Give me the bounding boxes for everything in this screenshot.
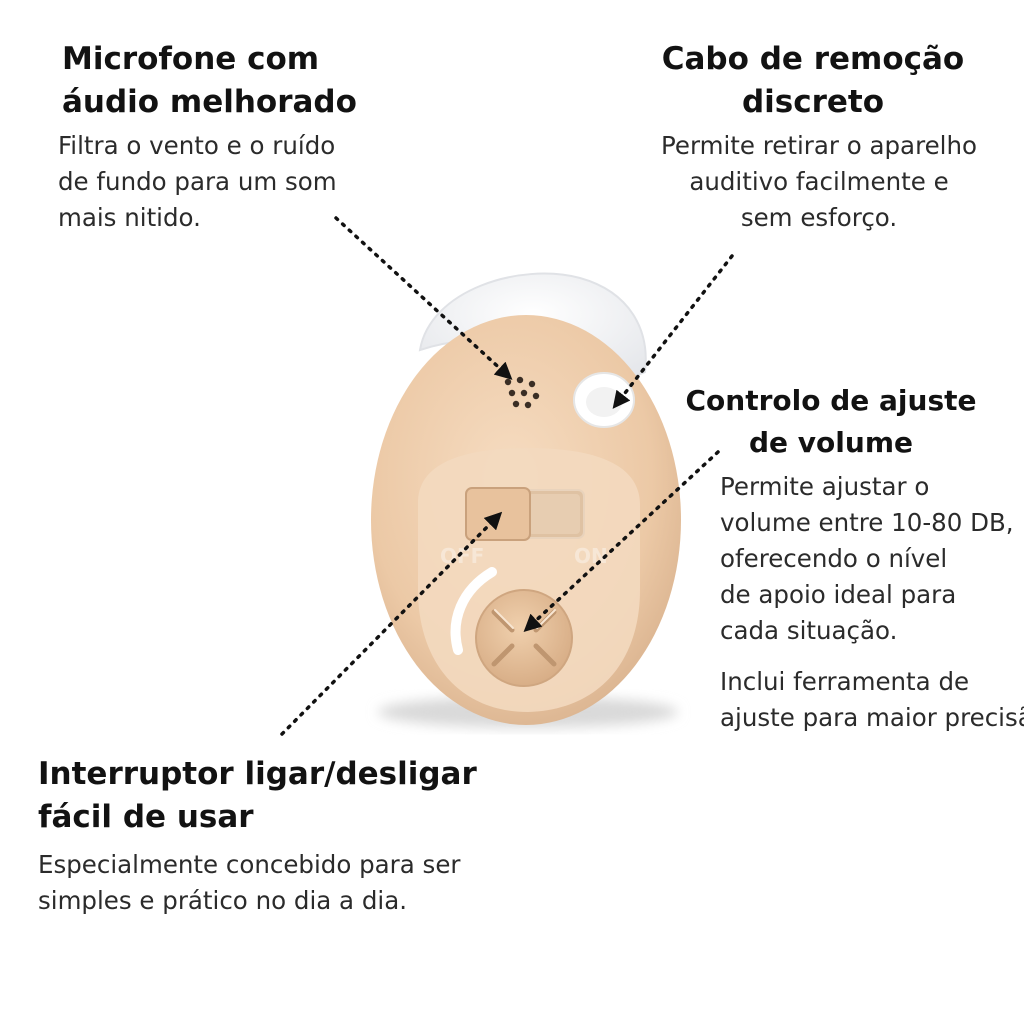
removal-handle-icon	[573, 372, 635, 428]
volume-extra-note: Inclui ferramenta de ajuste para maior p…	[720, 667, 1024, 732]
leader-microphone	[334, 216, 513, 380]
volume-description: Permite ajustar o volume entre 10-80 DB,…	[720, 472, 1014, 645]
leader-lines	[280, 216, 734, 736]
leader-volume	[523, 450, 720, 632]
switch-title: Interruptor ligar/desligar fácil de usar	[38, 756, 477, 835]
leader-removal	[612, 254, 734, 409]
volume-arc-icon	[450, 567, 497, 655]
removal-title: Cabo de remoção discreto	[661, 41, 965, 120]
microphone-title: Microfone com áudio melhorado	[62, 41, 357, 120]
switch-on-label: ON	[574, 544, 608, 568]
volume-dial	[475, 589, 573, 687]
volume-title: Controlo de ajuste de volume	[685, 384, 977, 459]
removal-description: Permite retirar o aparelho auditivo faci…	[660, 131, 977, 232]
switch-off-label: OFF	[440, 544, 484, 568]
switch-description: Especialmente concebido para ser simples…	[38, 850, 461, 915]
leader-switch	[280, 511, 503, 736]
microphone-icon	[504, 376, 540, 409]
microphone-description: Filtra o vento e o ruído de fundo para u…	[58, 131, 337, 232]
